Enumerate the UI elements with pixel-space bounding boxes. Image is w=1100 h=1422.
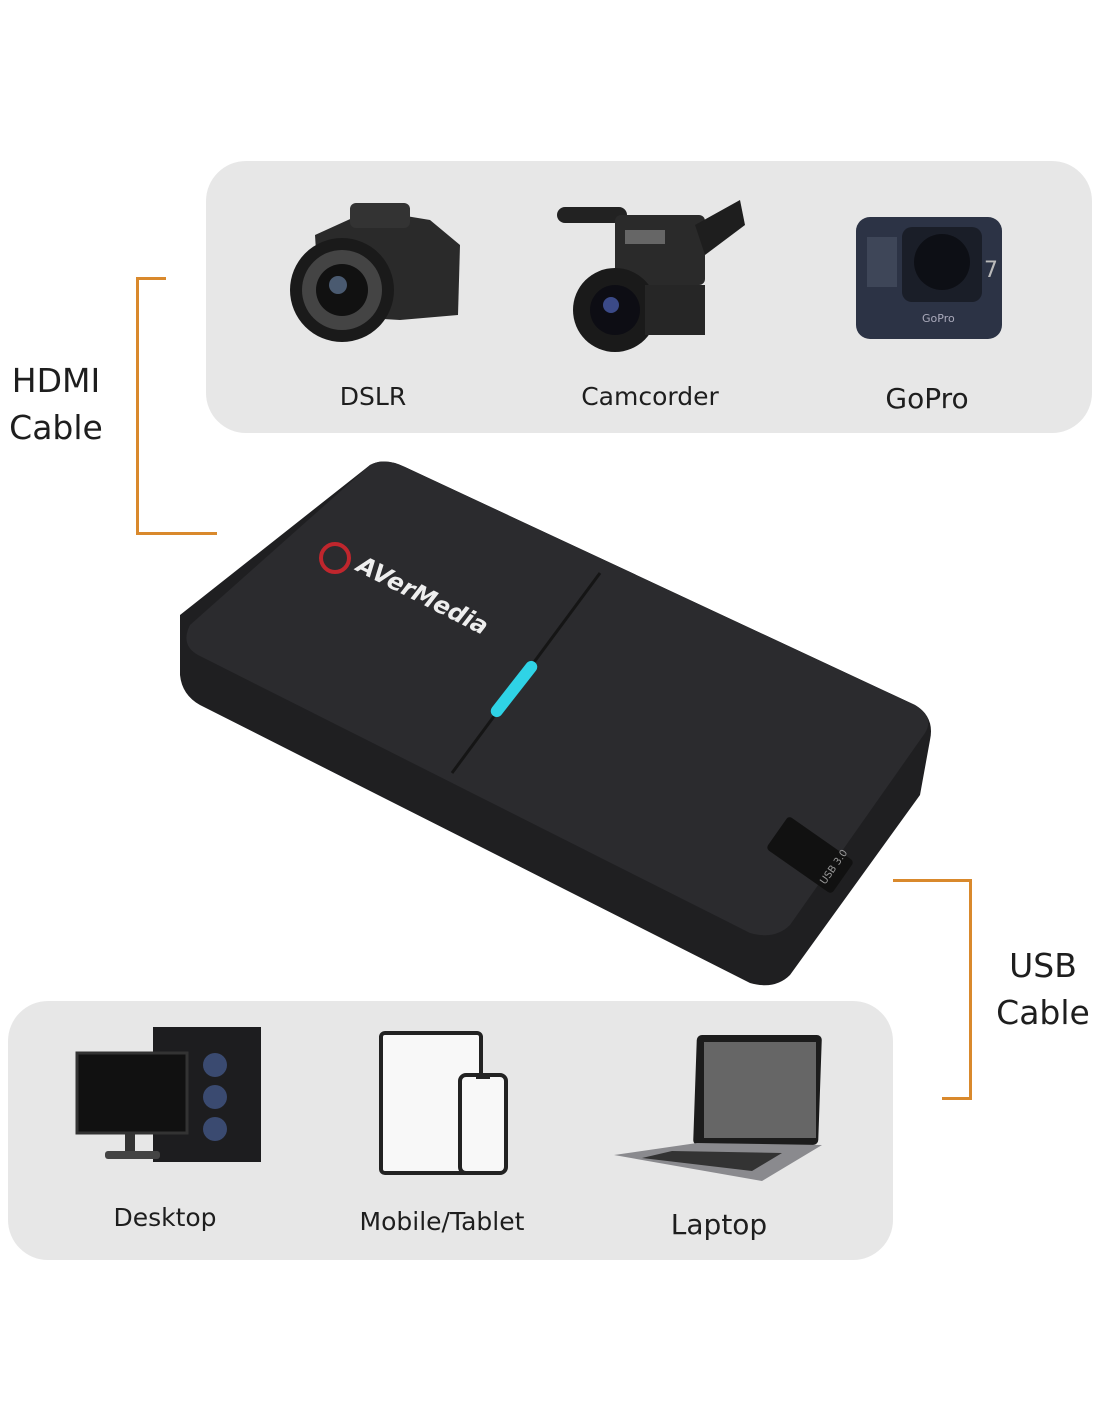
- hdmi-bracket-line: [136, 277, 139, 534]
- status-led: [490, 660, 538, 718]
- dslr-camera-icon: [290, 203, 460, 342]
- laptop-icon: [614, 1035, 822, 1181]
- camcorder-icon: [557, 200, 745, 352]
- usb-label-line1: USB: [1009, 946, 1077, 985]
- target-label-laptop: Laptop: [670, 1208, 768, 1241]
- hdmi-bracket-top: [136, 277, 166, 280]
- hdmi-cable-label: HDMI Cable: [4, 357, 108, 451]
- desktop-pc-icon: [75, 1027, 261, 1162]
- usb-bracket-bottom: [942, 1097, 972, 1100]
- source-label-dslr: DSLR: [339, 382, 407, 411]
- hdmi-label-line1: HDMI: [11, 361, 101, 400]
- usb-port: [767, 817, 853, 893]
- usb-label-line2: Cable: [996, 993, 1090, 1032]
- source-label-gopro: GoPro: [885, 382, 969, 415]
- svg-text:GoPro: GoPro: [922, 312, 955, 325]
- action-camera-icon: 7 GoPro: [856, 217, 1002, 339]
- hdmi-bracket-bottom: [136, 532, 217, 535]
- source-label-camcorder: Camcorder: [581, 382, 719, 411]
- tablet-phone-icon: [379, 1031, 508, 1175]
- hdmi-label-line2: Cable: [9, 408, 103, 447]
- target-label-desktop: Desktop: [113, 1203, 217, 1232]
- usb-bracket-top: [893, 879, 972, 882]
- svg-text:7: 7: [984, 258, 998, 283]
- capture-device: USB 3.0 AVerMedia: [180, 461, 931, 986]
- target-label-mobile-tablet: Mobile/Tablet: [359, 1207, 525, 1236]
- usb-bracket-line: [969, 879, 972, 1099]
- usb-cable-label: USB Cable: [990, 942, 1096, 1036]
